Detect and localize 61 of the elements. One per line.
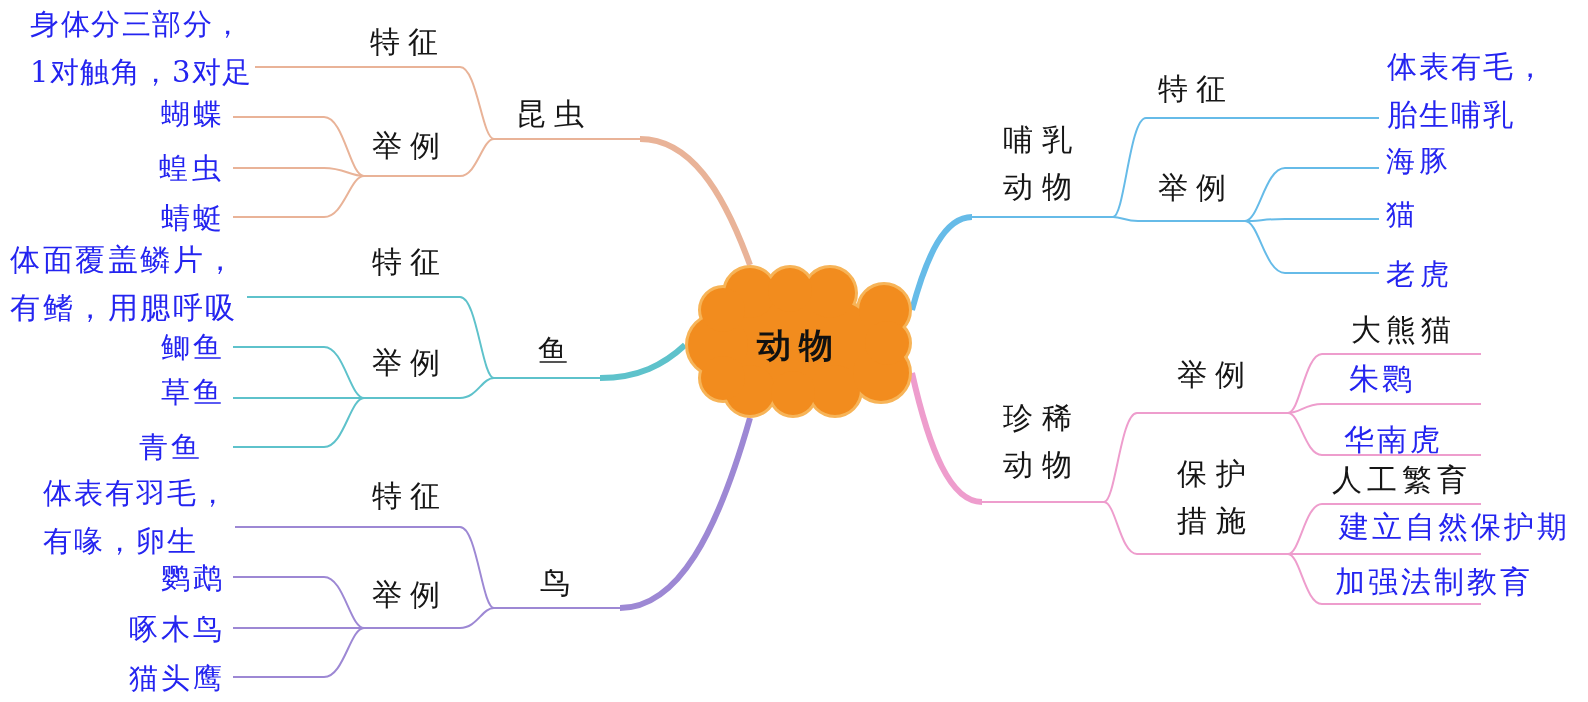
branch-line [459, 607, 495, 629]
branch-line [1287, 503, 1323, 555]
branch-line [1244, 220, 1380, 274]
leaf-text: 啄木鸟 [129, 611, 233, 647]
branch-line [232, 346, 365, 399]
description-text: 体面覆盖鳞片，有鳍，用腮呼吸 [10, 236, 247, 332]
branch-line [1287, 353, 1323, 414]
branch-line [1103, 412, 1138, 503]
branch-label: 举例 [1137, 357, 1288, 414]
branch-line [234, 526, 365, 528]
branch-label: 举例 [364, 128, 460, 177]
branch-line [1112, 117, 1147, 218]
branch-line [1244, 117, 1380, 119]
leaf-text: 草鱼 [161, 374, 233, 410]
branch-line [1103, 501, 1138, 555]
leaf-text: 大熊猫 [1322, 313, 1481, 355]
branch-line [254, 66, 365, 68]
branch-line [619, 417, 753, 611]
branch-label: 举例 [364, 577, 460, 629]
branch-line [246, 296, 365, 298]
branch-line [232, 627, 365, 678]
branch-line [1244, 167, 1380, 222]
branch-line [232, 116, 365, 177]
branch-line [459, 526, 495, 609]
branch-line [599, 342, 687, 381]
branch-line [459, 66, 495, 140]
branch-line [232, 397, 365, 448]
branch-line [232, 175, 365, 218]
branch-label: 特征 [364, 24, 460, 68]
leaf-text: 猫 [1379, 196, 1418, 232]
branch-label: 昆虫 [494, 96, 640, 140]
leaf-text: 鲫鱼 [161, 329, 233, 365]
branch-line [459, 296, 495, 379]
branch-label: 鱼 [494, 333, 600, 379]
leaf-text: 猫头鹰 [129, 660, 233, 696]
branch-line [1112, 216, 1139, 222]
branch-line [909, 372, 983, 505]
leaf-text: 华南虎 [1322, 423, 1481, 456]
branch-label: 特征 [364, 478, 460, 528]
leaf-text: 蝗虫 [159, 150, 233, 186]
branch-label: 特征 [1146, 71, 1245, 119]
branch-line [1287, 412, 1323, 456]
topic-label: 动物 [755, 325, 841, 365]
leaf-text: 蝴蝶 [161, 96, 233, 132]
leaf-text: 朱鹮 [1322, 362, 1481, 405]
branch-label: 举例 [364, 345, 460, 399]
branch-label: 特征 [364, 244, 460, 298]
leaf-text: 蜻蜓 [161, 200, 233, 236]
leaf-text: 人工繁育 [1322, 463, 1481, 505]
branch-line [1287, 553, 1323, 605]
branch-line [459, 138, 495, 177]
branch-line [639, 136, 753, 267]
description-text: 体表有毛，胎生哺乳 [1379, 43, 1559, 139]
branch-line [232, 576, 365, 629]
branch-line [909, 214, 973, 311]
leaf-text: 老虎 [1379, 256, 1454, 292]
description-text: 身体分三部分，1对触角，3对足 [30, 0, 255, 96]
leaf-text: 海豚 [1379, 143, 1452, 179]
leaf-text: 青鱼 [139, 429, 233, 465]
branch-label: 举例 [1138, 170, 1245, 222]
branch-line [459, 377, 495, 399]
